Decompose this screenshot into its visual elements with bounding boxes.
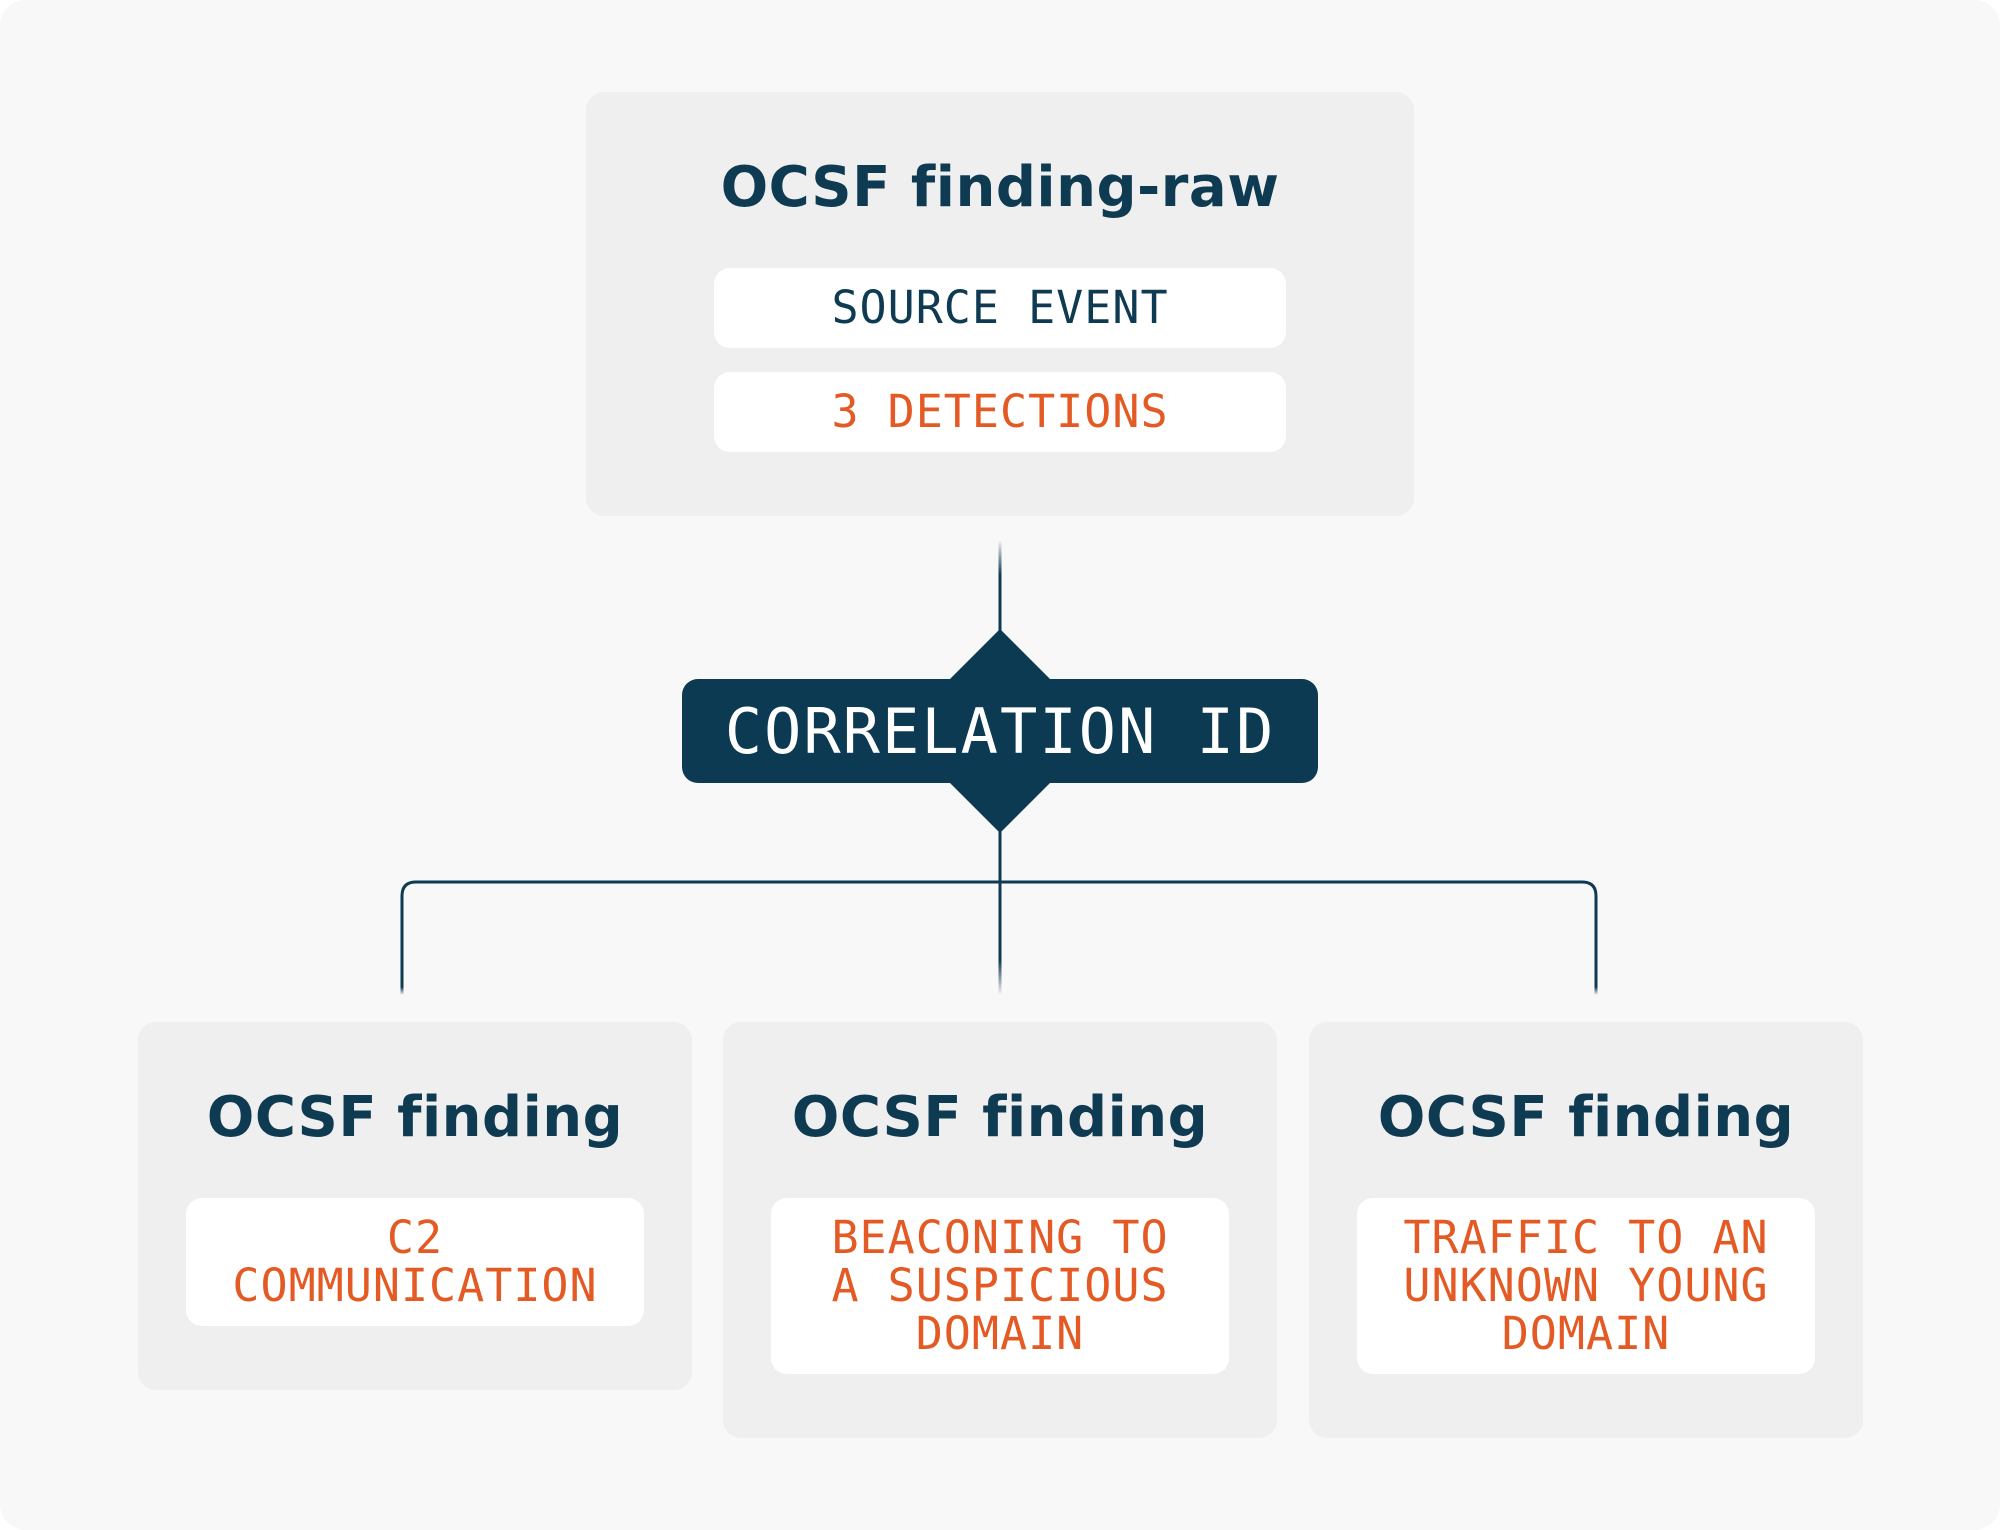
correlation-id-badge: CORRELATION ID (682, 679, 1318, 783)
finding-title: OCSF finding (206, 1085, 624, 1150)
finding-title: OCSF finding (791, 1085, 1209, 1150)
finding-title: OCSF finding (1377, 1085, 1795, 1150)
connector-right-fade (1594, 955, 1598, 995)
connector-center-line (998, 820, 1002, 995)
finding-panel-c2: OCSF finding C2 COMMUNICATION (138, 1022, 692, 1390)
detections-chip: 3 DETECTIONS (714, 372, 1286, 452)
finding-detail-chip: C2 COMMUNICATION (186, 1198, 644, 1326)
connector-top-line (998, 540, 1002, 640)
finding-panel-beaconing: OCSF finding BEACONING TO A SUSPICIOUS D… (723, 1022, 1277, 1438)
source-panel: OCSF finding-raw SOURCE EVENT 3 DETECTIO… (586, 92, 1414, 516)
source-event-chip: SOURCE EVENT (714, 268, 1286, 348)
finding-detail-chip: BEACONING TO A SUSPICIOUS DOMAIN (771, 1198, 1229, 1374)
finding-detail-chip: TRAFFIC TO AN UNKNOWN YOUNG DOMAIN (1357, 1198, 1815, 1374)
connector-left-fade (400, 955, 404, 995)
source-title: OCSF finding-raw (720, 155, 1280, 220)
finding-panel-young-domain: OCSF finding TRAFFIC TO AN UNKNOWN YOUNG… (1309, 1022, 1863, 1438)
